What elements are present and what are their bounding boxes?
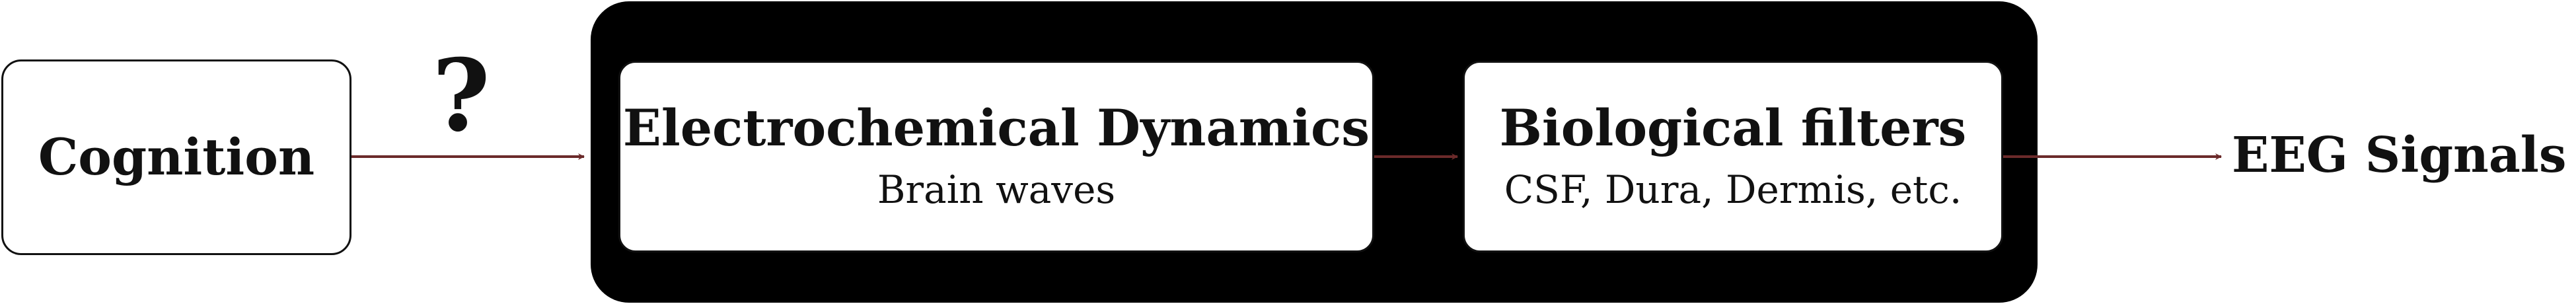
cognition-label: Cognition xyxy=(38,128,315,187)
electrochemical-dynamics-label: Electrochemical Dynamics xyxy=(622,98,1370,158)
biological-filters-node: Biological filters CSF, Dura, Dermis, et… xyxy=(1463,61,2003,252)
brain-waves-sublabel: Brain waves xyxy=(877,167,1116,212)
biological-filters-label: Biological filters xyxy=(1499,98,1967,158)
electrochemical-dynamics-node: Electrochemical Dynamics Brain waves xyxy=(618,61,1374,252)
biological-filters-sublabel: CSF, Dura, Dermis, etc. xyxy=(1504,167,1962,212)
eeg-signals-label: EEG Signals xyxy=(2232,127,2567,184)
unknown-link-question-mark: ? xyxy=(432,38,490,154)
cognition-node: Cognition xyxy=(1,59,351,255)
